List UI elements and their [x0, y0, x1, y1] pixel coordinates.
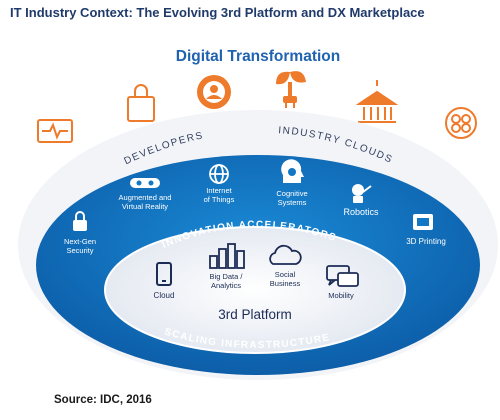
lock-icon	[73, 211, 87, 231]
3d-printer-icon	[413, 214, 433, 230]
bar-chart-icon	[209, 243, 245, 269]
digital-transformation-heading: Digital Transformation	[176, 48, 341, 65]
third-platform-label: 3rd Platform	[218, 307, 292, 322]
source-note: Source: IDC, 2016	[54, 394, 152, 406]
platform-ellipse	[104, 226, 406, 354]
cloud-icon	[269, 244, 302, 265]
iot-line1: Internet	[206, 186, 232, 195]
augmented-line2: Virtual Reality	[122, 202, 168, 211]
mobility-label: Mobility	[328, 291, 354, 300]
heartbeat-monitor-icon	[37, 119, 73, 143]
gear-person-icon	[197, 75, 231, 109]
vr-headset-icon	[130, 178, 160, 188]
cognitive-line1: Cognitive	[276, 189, 307, 198]
social-line1: Social	[275, 270, 296, 279]
currency-coins-icon	[445, 107, 477, 139]
social-line2: Business	[270, 279, 301, 288]
cognitive-line2: Systems	[278, 198, 307, 207]
phone-icon	[156, 262, 172, 286]
bigdata-line2: Analytics	[211, 281, 241, 290]
next-gen-security-line1: Next-Gen	[64, 237, 96, 246]
cloud-label: Cloud	[154, 291, 175, 300]
page-title: IT Industry Context: The Evolving 3rd Pl…	[10, 5, 425, 20]
robotics-label: Robotics	[343, 207, 379, 217]
next-gen-security-line2: Security	[66, 246, 93, 255]
bigdata-line1: Big Data /	[210, 272, 244, 281]
plant-plug-icon	[276, 71, 306, 108]
iot-line2: of Things	[204, 195, 235, 204]
chat-bubbles-icon	[326, 265, 359, 287]
bank-icon	[355, 80, 399, 123]
shopping-bag-icon	[127, 84, 155, 122]
augmented-line1: Augmented and	[119, 193, 172, 202]
robot-icon	[352, 184, 372, 203]
iot-globe-icon	[209, 164, 229, 184]
brain-head-icon	[281, 159, 304, 183]
3d-printing-label: 3D Printing	[406, 237, 446, 246]
